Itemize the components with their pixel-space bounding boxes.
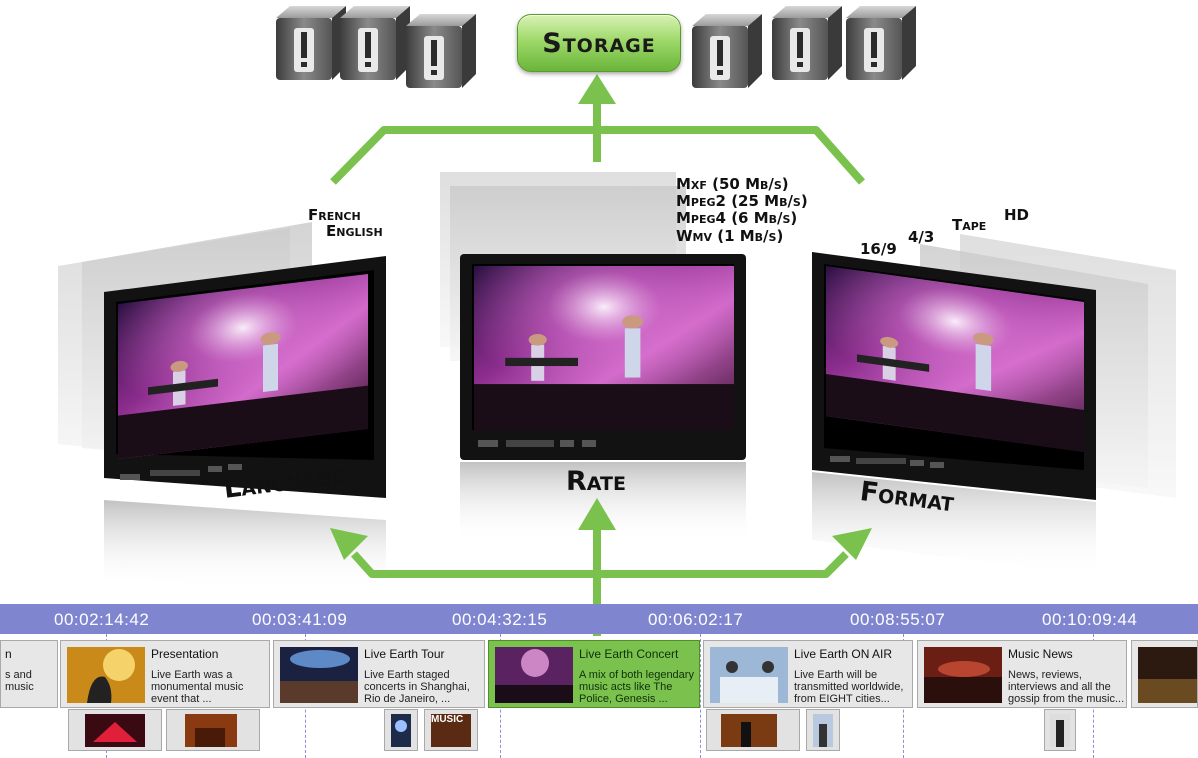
clip-description: A mix of both legendary music acts like … [579,669,694,705]
sub-clip-thumbnail [1050,714,1070,747]
language-option-english: English [326,222,383,240]
arrow-language-icon [330,528,368,560]
sub-clip[interactable] [706,709,800,751]
language-monitor [104,256,386,590]
timecode: 00:03:41:09 [252,610,348,629]
sub-clip-thumbnail [391,714,411,747]
rate-monitor [460,254,746,542]
sub-clip[interactable] [1044,709,1076,751]
format-option-hd: HD [1004,206,1030,224]
format-monitor [812,252,1096,576]
timeline-bar[interactable] [0,604,1198,634]
clip-card[interactable]: Live Earth ON AIR Live Earth will be tra… [703,640,913,708]
timecode: 00:02:14:42 [54,610,150,629]
sub-clip-thumbnail [85,714,145,747]
clip-card-active[interactable]: Live Earth Concert A mix of both legenda… [488,640,700,708]
clip-title: Presentation [151,647,219,661]
clip-card[interactable] [1131,640,1198,708]
clip-title: Live Earth Concert [579,647,679,661]
clip-title: Music News [1008,647,1073,661]
sub-clip[interactable] [68,709,162,751]
sub-clip-thumbnail: MUSIC [431,714,471,747]
clip-description: s and music [5,669,34,693]
sub-clip-thumbnail [185,714,237,747]
clip-description: Live Earth staged concerts in Shanghai, … [364,669,470,705]
clip-card[interactable]: n s and music [0,640,58,708]
format-option-16-9: 16/9 [860,240,897,258]
rate-format-wmv: Wmv (1 Mb/s) [676,227,784,245]
clip-thumbnail [1138,647,1197,703]
storage-drive-icon [772,6,842,80]
arrow-format-icon [832,528,872,560]
sub-clip[interactable]: MUSIC [424,709,478,751]
timecode: 00:10:09:44 [1042,610,1138,629]
clip-description: News, reviews, interviews and all the go… [1008,669,1125,705]
clip-thumbnail [495,647,573,703]
storage-drive-icon [406,14,476,88]
language-option-french: French [308,206,361,224]
sub-clip-thumbnail [721,714,777,747]
sub-clip[interactable] [384,709,418,751]
rate-format-mpeg2: Mpeg2 (25 Mb/s) [676,192,808,210]
clip-card[interactable]: Music News News, reviews, interviews and… [917,640,1127,708]
clip-title: n [5,647,12,661]
storage-button[interactable]: Storage [517,14,681,72]
clip-thumbnail [924,647,1002,703]
sub-clip[interactable] [806,709,840,751]
rate-label: Rate [566,466,626,497]
storage-connector [330,104,865,185]
sub-clip-thumbnail [813,714,833,747]
clip-thumbnail [67,647,145,703]
rate-format-mxf: Mxf (50 Mb/s) [676,175,789,193]
timecode: 00:04:32:15 [452,610,548,629]
clip-thumbnail [280,647,358,703]
timeline-guide [700,634,701,758]
format-option-tape: Tape [952,216,987,234]
format-option-4-3: 4/3 [908,228,935,246]
clip-thumbnail [710,647,788,703]
clip-card[interactable]: Live Earth Tour Live Earth staged concer… [273,640,485,708]
storage-drive-icon [276,6,346,80]
storage-drive-icon [846,6,916,80]
clip-description: Live Earth was a monumental music event … [151,669,244,705]
rate-format-mpeg4: Mpeg4 (6 Mb/s) [676,209,798,227]
arrow-rate-icon [578,498,616,530]
clip-card[interactable]: Presentation Live Earth was a monumental… [60,640,270,708]
storage-drive-icon [692,14,762,88]
clip-title: Live Earth ON AIR [794,647,893,661]
sub-clip[interactable] [166,709,260,751]
arrow-up-storage-icon [578,74,616,104]
timecode: 00:06:02:17 [648,610,744,629]
timecode: 00:08:55:07 [850,610,946,629]
storage-drive-icon [340,6,410,80]
clip-description: Live Earth will be transmitted worldwide… [794,669,904,705]
clip-title: Live Earth Tour [364,647,445,661]
